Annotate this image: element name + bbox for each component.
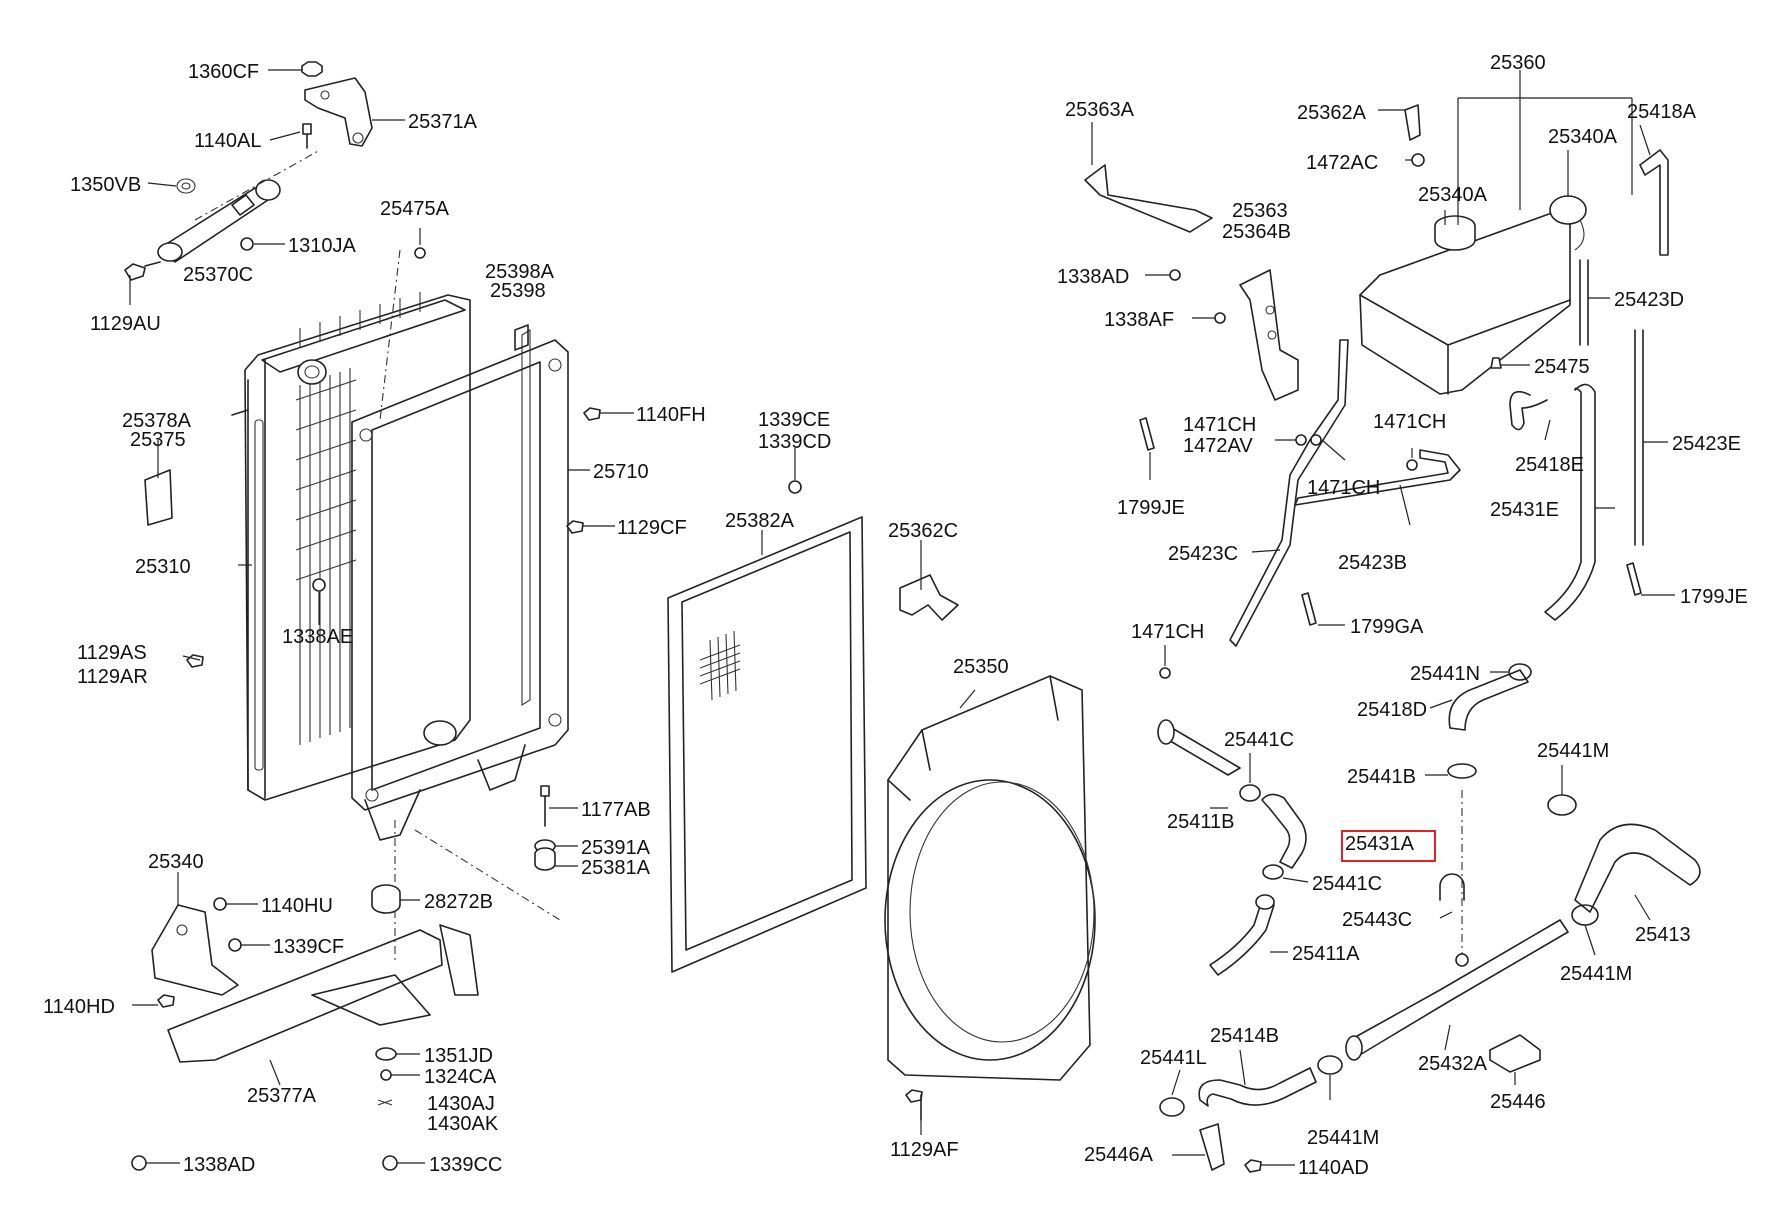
part-label[interactable]: 25441M [1537, 740, 1609, 762]
part-label[interactable]: 1140AL [194, 130, 261, 152]
part-label[interactable]: 25418D [1357, 699, 1427, 721]
part-label[interactable]: 1129CF [617, 517, 687, 539]
shroud-assembly [667, 516, 1096, 1121]
part-label[interactable]: 25441C [1224, 729, 1294, 751]
part-label[interactable]: 25370C [183, 264, 253, 286]
part-label[interactable]: 1140HD [43, 996, 115, 1018]
part-label[interactable]: 25382A [725, 510, 795, 532]
part-label[interactable]: 25446A [1084, 1144, 1154, 1166]
part-label[interactable]: 1471CH [1373, 411, 1446, 433]
part-label[interactable]: 25441M [1307, 1127, 1379, 1149]
part-label[interactable]: 25413 [1635, 924, 1691, 946]
part-label[interactable]: 1471CH [1131, 621, 1204, 643]
part-label[interactable]: 1430AJ [427, 1093, 495, 1115]
part-label[interactable]: 25423C [1168, 543, 1238, 565]
part-label[interactable]: 1140HU [261, 895, 333, 917]
part-label[interactable]: 25431E [1490, 499, 1559, 521]
part-label[interactable]: 1129AR [77, 666, 148, 688]
part-label[interactable]: 28272B [424, 891, 493, 913]
part-label[interactable]: 25398 [490, 280, 546, 302]
part-label[interactable]: 25363A [1065, 99, 1135, 121]
part-label[interactable]: 1360CF [188, 61, 259, 83]
part-label[interactable]: 25431A [1345, 833, 1415, 855]
part-label[interactable]: 25362A [1297, 102, 1367, 124]
part-label[interactable]: 1339CE [758, 409, 830, 431]
part-label[interactable]: 1324CA [424, 1066, 497, 1088]
part-labels: 1360CF 25371A 1140AL 1350VB 1310JA 25370… [43, 52, 1748, 1179]
part-label[interactable]: 1129AS [77, 642, 147, 664]
part-label[interactable]: 1129AU [90, 313, 161, 335]
part-label[interactable]: 25423D [1614, 289, 1684, 311]
part-label[interactable]: 1338AE [282, 626, 353, 648]
part-label[interactable]: 1338AF [1104, 309, 1174, 331]
part-label[interactable]: 25340A [1548, 126, 1618, 148]
part-label[interactable]: 25441M [1560, 963, 1632, 985]
part-label[interactable]: 1140AD [1298, 1157, 1369, 1179]
part-label[interactable]: 25411A [1292, 943, 1360, 965]
part-label[interactable]: 1472AV [1183, 435, 1253, 457]
part-label[interactable]: 25362C [888, 520, 958, 542]
part-label[interactable]: 25423B [1338, 552, 1407, 574]
part-label[interactable]: 1339CC [429, 1154, 502, 1176]
part-label[interactable]: 25418A [1627, 101, 1697, 123]
part-label[interactable]: 1430AK [427, 1113, 499, 1135]
part-label[interactable]: 25443C [1342, 909, 1412, 931]
part-label[interactable]: 1339CD [758, 431, 831, 453]
part-label[interactable]: 1339CF [273, 936, 344, 958]
part-label[interactable]: 25363 [1232, 200, 1288, 222]
part-label[interactable]: 25377A [247, 1085, 317, 1107]
part-label[interactable]: 25310 [135, 556, 191, 578]
part-label[interactable]: 25441B [1347, 766, 1416, 788]
part-label[interactable]: 1310JA [288, 235, 356, 257]
radiator-assembly [124, 61, 802, 960]
part-label[interactable]: 25360 [1490, 52, 1546, 74]
part-label[interactable]: 25414B [1210, 1025, 1279, 1047]
part-label[interactable]: 1129AF [890, 1139, 959, 1161]
leader-lines [129, 69, 1675, 1166]
part-label[interactable]: 1799GA [1350, 616, 1424, 638]
part-label[interactable]: 25475 [1534, 356, 1590, 378]
support-bracket [131, 897, 479, 1171]
part-label[interactable]: 25340A [1418, 184, 1488, 206]
part-label[interactable]: 25710 [593, 461, 649, 483]
part-label[interactable]: 25441L [1140, 1047, 1207, 1069]
part-label[interactable]: 25371A [408, 111, 478, 133]
part-label[interactable]: 25340 [148, 851, 204, 873]
part-label[interactable]: 25378A [122, 410, 192, 432]
part-label[interactable]: 25381A [581, 857, 651, 879]
part-label[interactable]: 25441N [1410, 663, 1480, 685]
part-label[interactable]: 1177AB [581, 799, 651, 821]
part-label[interactable]: 25418E [1515, 454, 1584, 476]
part-label[interactable]: 25423E [1672, 433, 1741, 455]
part-label[interactable]: 25364B [1222, 221, 1291, 243]
part-label[interactable]: 1472AC [1306, 152, 1378, 174]
part-label[interactable]: 1471CH [1183, 414, 1256, 436]
part-label[interactable]: 25475A [380, 198, 450, 220]
part-label[interactable]: 1338AD [1057, 266, 1129, 288]
part-label[interactable]: 1351JD [424, 1045, 493, 1067]
part-label[interactable]: 25411B [1167, 811, 1234, 833]
part-label[interactable]: 1338AD [183, 1154, 255, 1176]
part-label[interactable]: 25446 [1490, 1091, 1546, 1113]
part-label[interactable]: 1350VB [70, 174, 141, 196]
part-label[interactable]: 1140FH [636, 404, 706, 426]
part-label[interactable]: 25375 [130, 429, 186, 451]
part-label[interactable]: 25350 [953, 656, 1009, 678]
part-label[interactable]: 1799JE [1117, 497, 1185, 519]
part-label[interactable]: 25391A [581, 837, 651, 859]
part-label[interactable]: 25432A [1418, 1053, 1488, 1075]
part-label[interactable]: 1471CH [1307, 477, 1380, 499]
highlight-box [1341, 830, 1436, 862]
part-label[interactable]: 25398A [485, 261, 555, 283]
part-label[interactable]: 1799JE [1680, 586, 1748, 608]
part-label[interactable]: 25441C [1312, 873, 1382, 895]
